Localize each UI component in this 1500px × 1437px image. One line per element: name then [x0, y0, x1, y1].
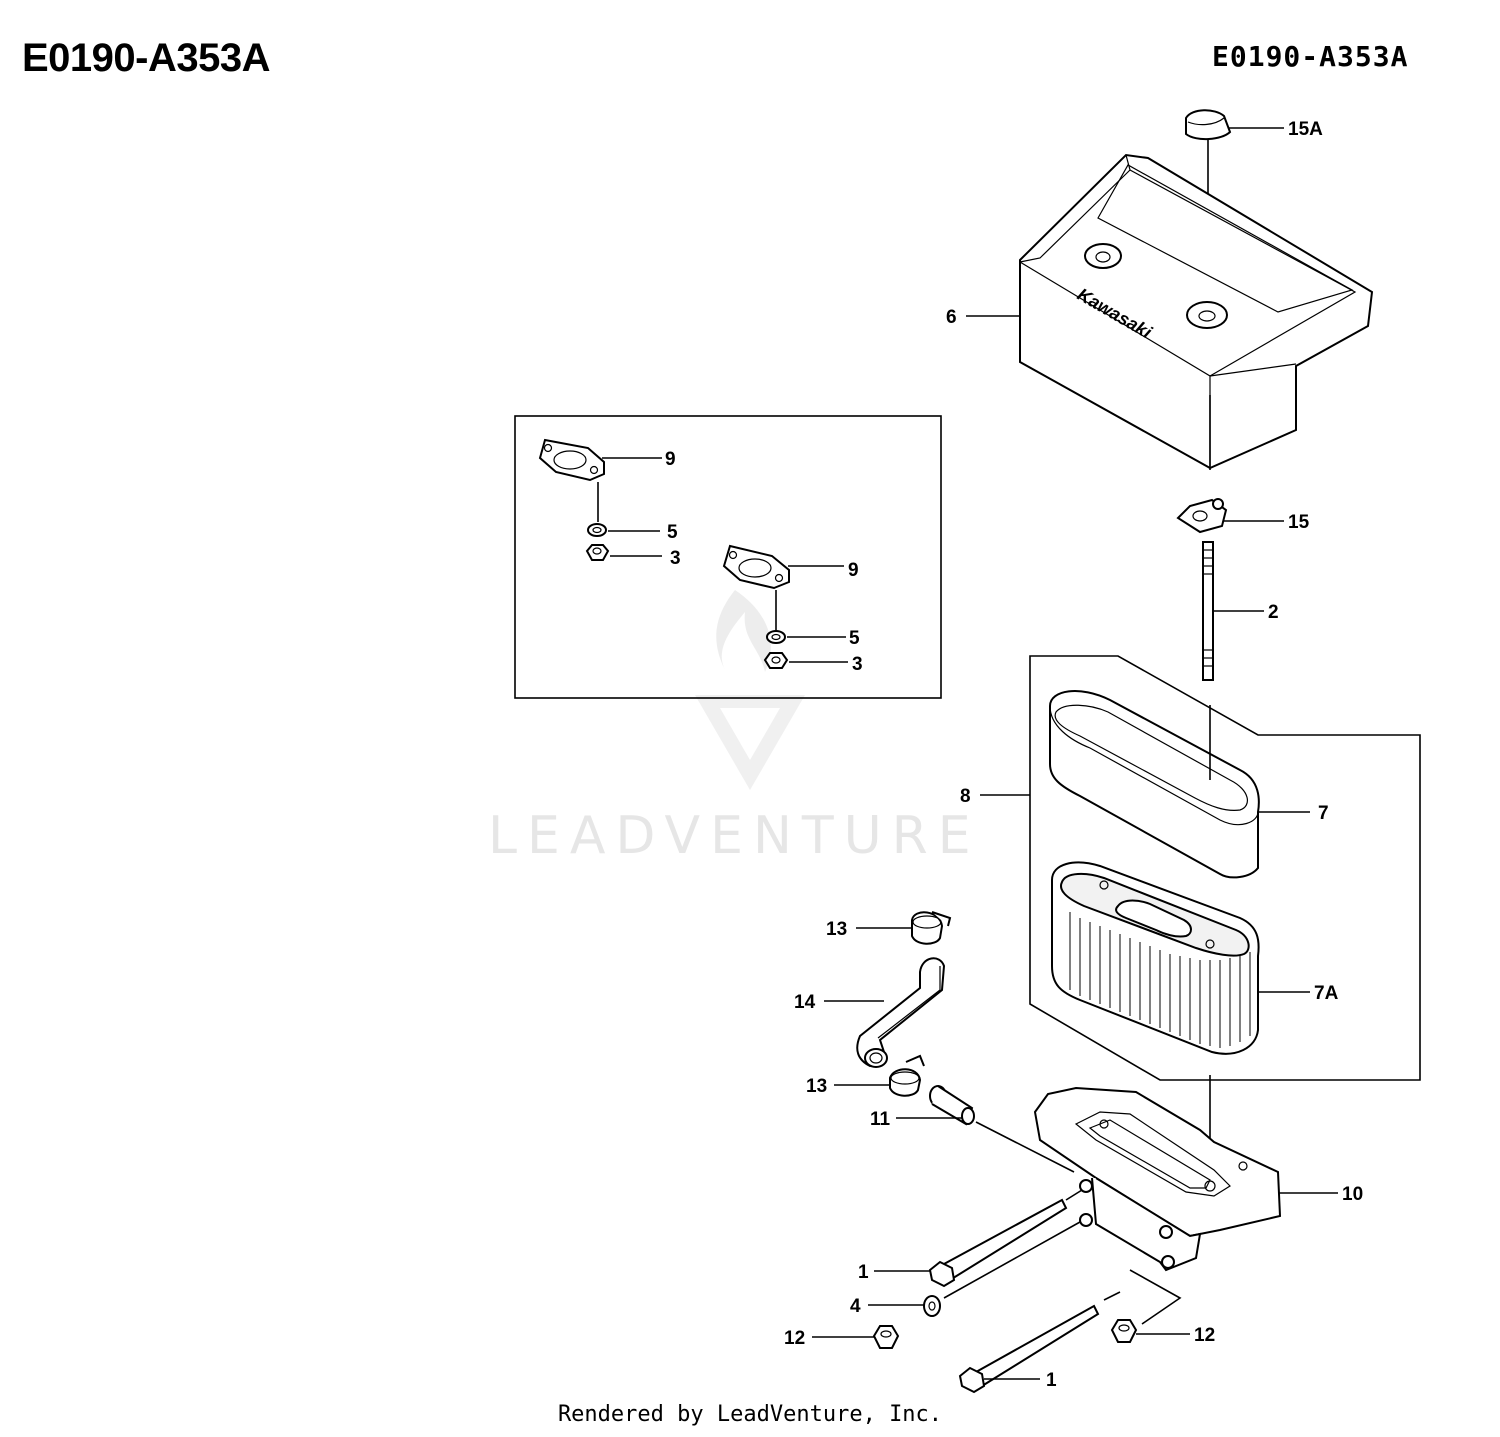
lockwasher-5-b [766, 630, 786, 644]
callout-13-top: 13 [826, 919, 847, 940]
callout-1-upper: 1 [858, 1262, 869, 1283]
callout-13-bottom: 13 [806, 1076, 827, 1097]
hose-clamp-13-bottom [889, 1054, 925, 1097]
air-cleaner-base-10 [1033, 1086, 1282, 1272]
callout-9-b: 9 [848, 560, 859, 581]
breather-hose-14 [856, 957, 946, 1068]
wing-nut-15 [1176, 498, 1228, 534]
callout-15: 15 [1288, 512, 1310, 533]
callout-1-lower: 1 [1046, 1370, 1057, 1391]
callout-12-right: 12 [1194, 1325, 1215, 1346]
callout-7A: 7A [1314, 983, 1339, 1004]
bolt-1-upper [928, 1198, 1068, 1288]
callout-3-a: 3 [670, 548, 681, 569]
leadventure-flame-logo [695, 590, 805, 790]
callout-2: 2 [1268, 602, 1279, 623]
page-title: E0190-A353A [22, 36, 271, 80]
nut-3-b [763, 652, 789, 669]
callout-11: 11 [870, 1109, 891, 1130]
callout-9-a: 9 [665, 449, 676, 470]
callout-3-b: 3 [852, 654, 863, 675]
nut-12-left [872, 1325, 900, 1349]
callout-6: 6 [946, 307, 957, 328]
pre-cleaner-7 [1049, 690, 1260, 879]
diagram-code: E0190-A353A [1212, 40, 1409, 73]
hose-clamp-13-top [911, 911, 952, 945]
callout-7: 7 [1318, 803, 1329, 824]
callout-15A: 15A [1288, 119, 1323, 140]
knob-15A [1185, 109, 1232, 140]
watermark-text: LEADVENTURE [488, 806, 981, 866]
gasket-9-b [722, 544, 790, 590]
callout-5-b: 5 [849, 628, 860, 649]
callout-5-a: 5 [667, 522, 678, 543]
inset-box [514, 415, 942, 699]
callout-8: 8 [960, 786, 971, 807]
gasket-9-a [538, 438, 605, 482]
air-cleaner-cover-6: Kawasaki [1019, 153, 1374, 470]
element-assy-bracket-8 [1029, 655, 1421, 1081]
callout-12-left: 12 [784, 1328, 805, 1349]
lockwasher-5-a [587, 523, 607, 537]
bolt-1-lower [958, 1304, 1100, 1394]
callout-10: 10 [1342, 1184, 1363, 1205]
nut-12-right [1110, 1319, 1138, 1343]
breather-fitting-11 [929, 1085, 975, 1126]
washer-4 [923, 1295, 941, 1317]
callout-4: 4 [850, 1296, 861, 1317]
nut-3-a [585, 544, 610, 561]
footer-credit: Rendered by LeadVenture, Inc. [557, 1402, 943, 1427]
stud-2 [1202, 541, 1214, 681]
callout-14: 14 [794, 992, 816, 1013]
air-filter-element-7A [1051, 861, 1260, 1055]
